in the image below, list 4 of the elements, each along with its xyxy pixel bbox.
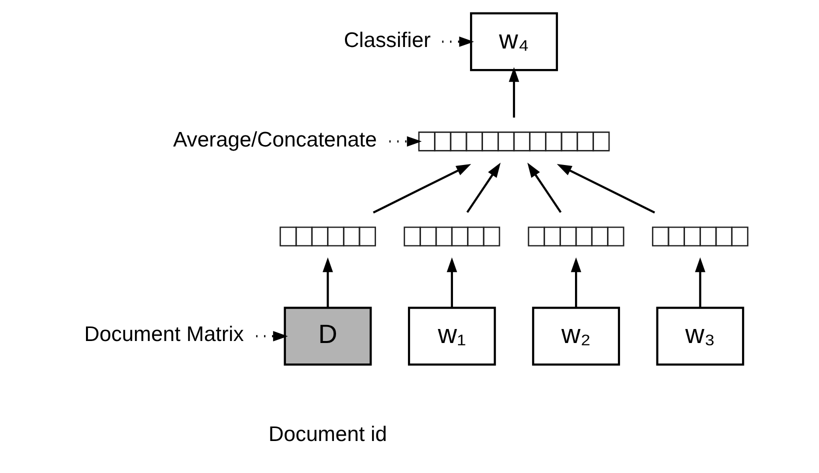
node-text: Average/Concatenate	[172, 128, 376, 152]
node-text: Classifier	[343, 28, 430, 52]
node-label: Document id	[268, 422, 387, 446]
node-text: Document Matrix	[84, 323, 244, 346]
